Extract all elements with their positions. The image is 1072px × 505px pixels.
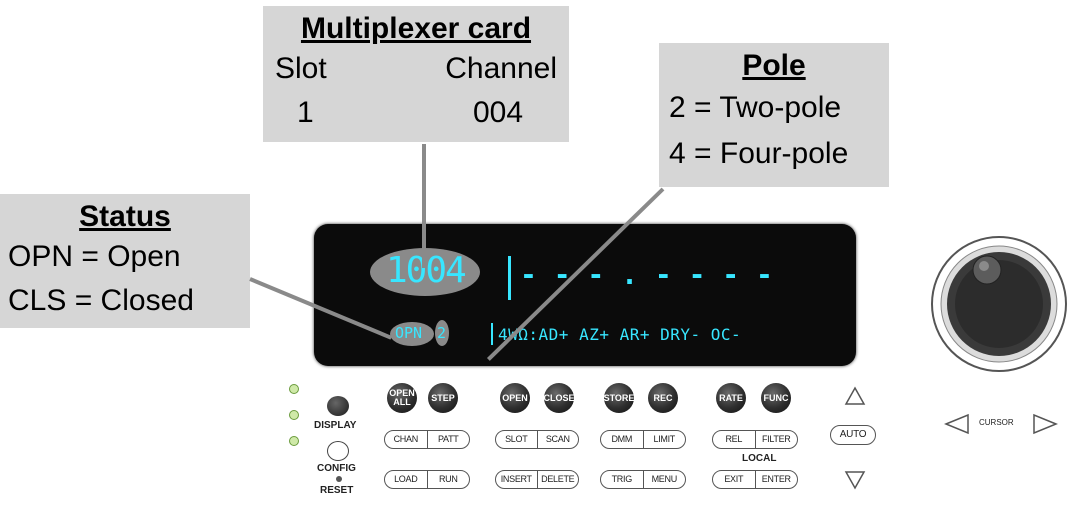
insert-key-label[interactable]: INSERT — [500, 474, 532, 484]
enter-key-label[interactable]: ENTER — [754, 471, 798, 488]
run-key-label[interactable]: RUN — [426, 471, 470, 488]
local-label: LOCAL — [742, 453, 777, 464]
slot-label: Slot — [275, 52, 327, 85]
trig-key-label[interactable]: TRIG — [611, 474, 633, 484]
front-panel-display: 1004 - - - . - - - - OPN 2 4WΩ:AD+ AZ+ A… — [314, 224, 856, 366]
pole-callout: Pole 2 = Two-pole 4 = Four-pole — [659, 43, 889, 187]
cursor-right-icon[interactable] — [1032, 413, 1058, 435]
rec-button[interactable]: REC — [648, 383, 678, 413]
multiplexer-leader-line — [422, 144, 426, 268]
delete-key-label[interactable]: DELETE — [536, 471, 579, 488]
open-all-button[interactable]: OPEN ALL — [387, 383, 417, 413]
limit-key-label[interactable]: LIMIT — [642, 431, 686, 448]
patt-key-label[interactable]: PATT — [426, 431, 470, 448]
chan-patt-key[interactable]: CHAN PATT — [384, 430, 470, 449]
store-button[interactable]: STORE — [604, 383, 634, 413]
menu-key-label[interactable]: MENU — [642, 471, 686, 488]
cursor-label: CURSOR — [979, 418, 1014, 427]
status-callout: Status OPN = Open CLS = Closed — [0, 194, 250, 328]
pole-line-two: 2 = Two-pole — [669, 91, 842, 124]
channel-label: Channel — [445, 52, 557, 85]
exit-key-label[interactable]: EXIT — [724, 474, 744, 484]
annunciator-readout: 4WΩ:AD+ AZ+ AR+ DRY- OC- — [498, 325, 742, 344]
filter-key-label[interactable]: FILTER — [754, 431, 798, 448]
func-button[interactable]: FUNC — [761, 383, 791, 413]
status-title: Status — [79, 200, 171, 233]
pole-highlight — [435, 320, 449, 346]
range-down-icon[interactable] — [844, 470, 866, 490]
display-divider-bottom — [491, 323, 493, 345]
status-readout: OPN — [395, 324, 423, 342]
open-button[interactable]: OPEN — [500, 383, 530, 413]
reading-readout: - - - . - - - - — [520, 258, 773, 291]
chan-key-label[interactable]: CHAN — [393, 434, 419, 444]
pole-readout: 2 — [437, 324, 447, 342]
status-line-open: OPN = Open — [8, 240, 181, 273]
step-button[interactable]: STEP — [428, 383, 458, 413]
exit-enter-key[interactable]: EXIT ENTER — [712, 470, 798, 489]
navigation-knob-icon[interactable] — [930, 234, 1068, 374]
config-button[interactable] — [327, 441, 349, 461]
dmm-key-label[interactable]: DMM — [611, 434, 633, 444]
multiplexer-card-title: Multiplexer card — [300, 12, 532, 45]
range-up-icon[interactable] — [844, 386, 866, 406]
channel-value: 004 — [473, 96, 524, 129]
channel-readout: 1004 — [386, 250, 467, 291]
slot-key-label[interactable]: SLOT — [505, 434, 528, 444]
load-key-label[interactable]: LOAD — [394, 474, 418, 484]
status-line-closed: CLS = Closed — [8, 284, 194, 317]
indicator-led — [289, 436, 299, 446]
display-divider-top — [508, 256, 511, 300]
reset-label: RESET — [320, 485, 354, 496]
slot-scan-key[interactable]: SLOT SCAN — [495, 430, 579, 449]
insert-delete-key[interactable]: INSERT DELETE — [495, 470, 579, 489]
auto-label[interactable]: AUTO — [839, 429, 867, 440]
pole-title: Pole — [742, 49, 806, 82]
reset-button[interactable] — [336, 476, 342, 482]
load-run-key[interactable]: LOAD RUN — [384, 470, 470, 489]
display-button[interactable] — [327, 396, 349, 416]
trig-menu-key[interactable]: TRIG MENU — [600, 470, 686, 489]
rate-button[interactable]: RATE — [716, 383, 746, 413]
scan-key-label[interactable]: SCAN — [536, 431, 579, 448]
pole-line-four: 4 = Four-pole — [669, 137, 849, 170]
rel-filter-key[interactable]: REL FILTER — [712, 430, 798, 449]
display-label: DISPLAY — [314, 420, 357, 431]
indicator-led — [289, 410, 299, 420]
status-highlight — [390, 322, 434, 346]
close-button[interactable]: CLOSE — [544, 383, 575, 413]
slot-value: 1 — [297, 96, 314, 129]
indicator-led — [289, 384, 299, 394]
multiplexer-card-callout: Multiplexer card Slot Channel 1 004 — [263, 6, 569, 142]
cursor-left-icon[interactable] — [944, 413, 970, 435]
dmm-limit-key[interactable]: DMM LIMIT — [600, 430, 686, 449]
config-label: CONFIG — [317, 463, 356, 474]
auto-button[interactable]: AUTO — [830, 425, 876, 445]
rel-key-label[interactable]: REL — [725, 434, 743, 444]
